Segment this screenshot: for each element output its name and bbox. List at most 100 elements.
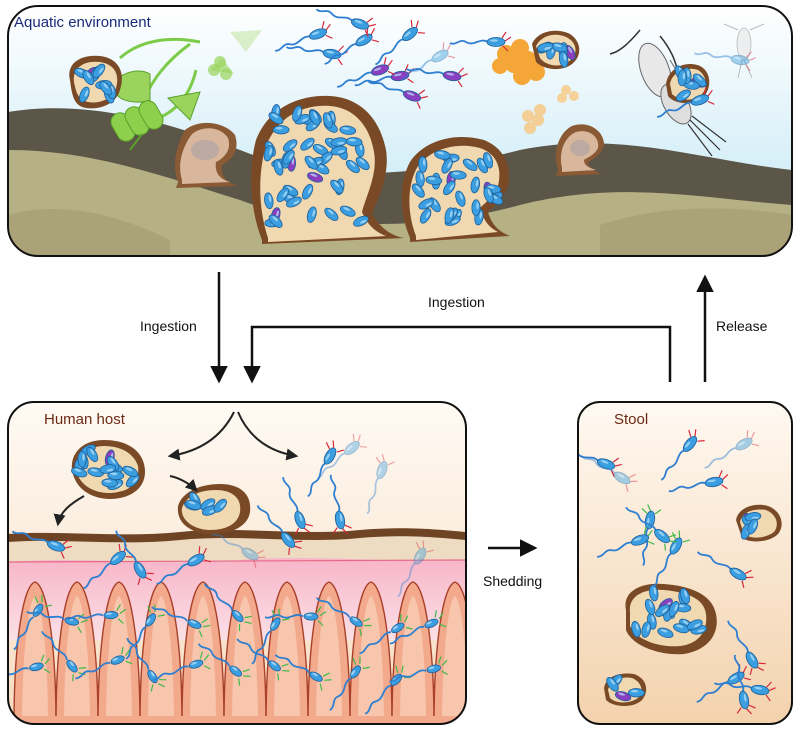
bacterium	[330, 145, 348, 156]
bacterium	[355, 156, 370, 171]
adherent-bacterium	[389, 656, 448, 683]
lumen-colony-bacteria	[71, 444, 140, 490]
ingestion-loop-arrow	[243, 325, 672, 384]
small-ingested-colony	[177, 484, 251, 534]
bacterium	[276, 187, 290, 203]
stool-bacterium	[668, 470, 729, 493]
bacterium	[419, 208, 432, 224]
bacterium	[551, 42, 568, 53]
bacterium	[471, 199, 481, 217]
bacterium	[558, 51, 569, 68]
host-bacterium	[397, 540, 434, 598]
stool-bacterium	[580, 455, 638, 492]
planktonic-bacterium	[367, 80, 428, 109]
bacterium	[92, 63, 106, 79]
stool-title: Stool	[614, 411, 648, 428]
aquatic-environment-title: Aquatic environment	[14, 14, 152, 31]
stool-colony-bacteria	[631, 584, 708, 638]
host-bacterium	[156, 546, 212, 585]
bacterium	[614, 691, 632, 702]
planktonic-bacterium	[315, 8, 376, 37]
bacterium	[353, 215, 369, 227]
colony-move-arrow	[169, 475, 198, 492]
colonizing-bacteria	[8, 433, 448, 715]
bacterium	[644, 598, 656, 615]
sediment-light	[8, 150, 792, 256]
large-biofilm-colony	[251, 95, 404, 244]
bacterium	[444, 207, 455, 224]
bacterium	[441, 158, 453, 174]
bacterium	[462, 158, 478, 172]
bacterium	[677, 69, 687, 87]
bacterium	[324, 207, 339, 221]
bacterium	[455, 190, 466, 207]
bacterium	[213, 498, 227, 513]
large-colony-bacteria	[263, 104, 370, 228]
host-bacterium	[115, 530, 154, 586]
stool-biofilm-small	[736, 504, 782, 542]
bacterium	[537, 42, 554, 53]
bacterium	[99, 81, 113, 96]
host-bacterium	[208, 531, 266, 568]
bacterium	[418, 198, 434, 210]
bacterium	[301, 183, 314, 200]
adherent-bacterium	[151, 606, 211, 638]
stool-biofilm-tiny	[604, 673, 647, 706]
bacterium	[101, 478, 119, 488]
bacterium	[679, 587, 691, 605]
bacterium	[304, 155, 318, 170]
stool-bacterium	[704, 430, 760, 469]
stool-bacterium	[733, 654, 756, 715]
stool-bacterium	[727, 620, 766, 676]
aquatic-environment-panel: Aquatic environment	[7, 5, 793, 257]
bacterium	[268, 214, 283, 228]
stool-tiny-colony-bacteria	[606, 674, 645, 702]
stool-panel: Stool	[577, 401, 793, 725]
bacterium	[122, 465, 139, 477]
bacterium	[272, 125, 290, 135]
orange-particle-aggregates	[492, 30, 580, 134]
ingestion-loop-label: Ingestion	[428, 294, 485, 310]
adherent-bacterium	[204, 583, 252, 631]
bacterium	[309, 109, 321, 126]
bacterium	[263, 144, 274, 162]
host-bacterium	[307, 440, 344, 498]
bacterium	[655, 604, 670, 617]
bacterium	[415, 170, 425, 188]
bacterium	[686, 619, 703, 631]
bacterium	[99, 464, 117, 474]
bacterium	[425, 175, 443, 185]
stool-biofilm-large	[625, 583, 717, 655]
adherent-bacterium	[75, 646, 133, 680]
bacterium	[631, 620, 641, 638]
ingested-biofilm-colony	[71, 440, 145, 499]
dispersal-arrow-right	[237, 411, 299, 461]
colony-attach-arrow	[53, 495, 85, 527]
dispersal-arrow-left	[167, 411, 235, 461]
bacterium	[268, 112, 284, 125]
bacterium	[470, 176, 481, 194]
host-bacterium	[256, 505, 303, 556]
planktonic-bacteria	[275, 8, 756, 118]
bacterium	[330, 137, 348, 147]
bacterium	[282, 139, 298, 152]
adherent-bacterium	[264, 606, 327, 627]
small-biofilm-mound	[175, 122, 238, 188]
bacterium	[125, 473, 140, 488]
host-bacterium	[282, 477, 313, 535]
bacterium	[482, 152, 494, 169]
medium-colony-bacteria	[411, 150, 503, 226]
stool-small-colony-bacteria	[740, 512, 762, 540]
bacterium	[345, 159, 360, 174]
bacterium	[668, 600, 680, 617]
planktonic-bacterium	[337, 57, 395, 88]
bacterium	[107, 470, 125, 481]
release-label: Release	[716, 318, 768, 334]
bacterium	[675, 89, 691, 102]
intestinal-villi	[8, 581, 466, 724]
adherent-bacterium	[274, 654, 332, 691]
shedding-label: Shedding	[483, 573, 542, 589]
bacterium	[673, 623, 690, 634]
adherent-bacterium	[251, 608, 290, 665]
algae-colony-bacteria	[74, 63, 117, 104]
